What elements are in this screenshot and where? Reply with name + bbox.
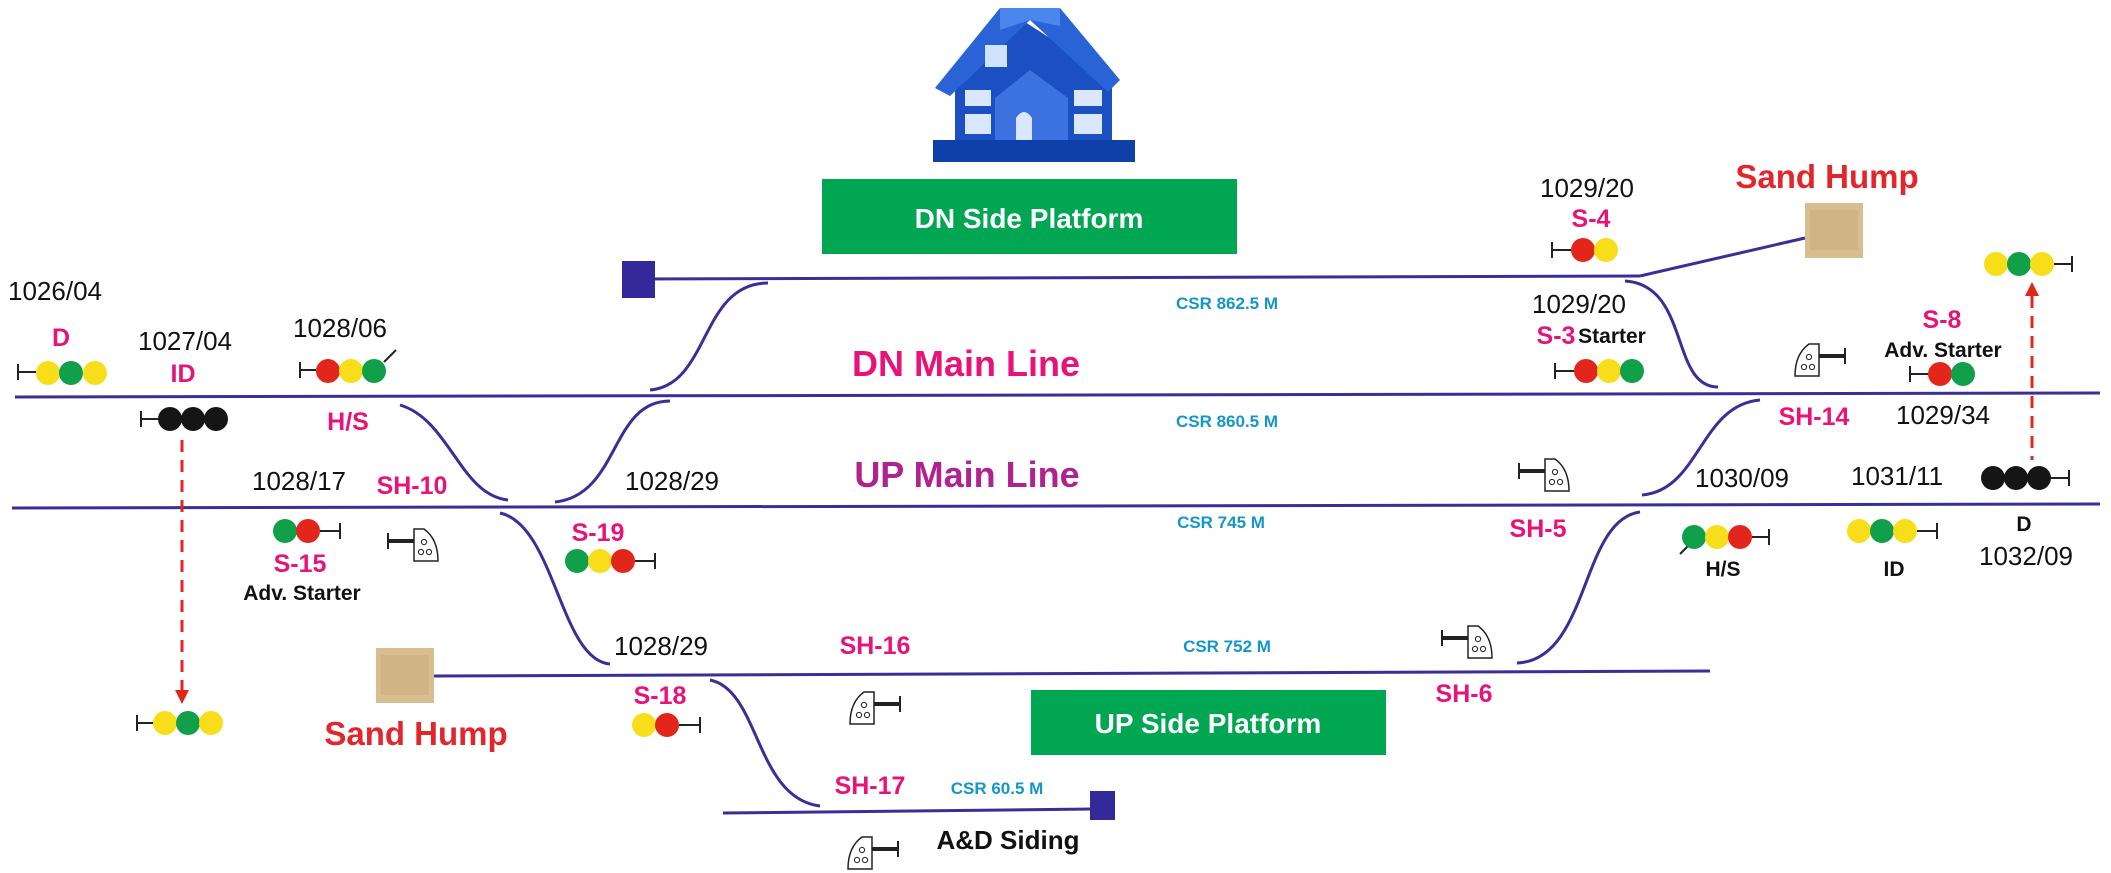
- km-1029-20-a: 1029/20: [1540, 173, 1634, 203]
- station-building-icon: [933, 8, 1135, 162]
- km-1028-17: 1028/17: [252, 466, 346, 496]
- point-machine-icon: [1518, 458, 1570, 492]
- km-1028-06: 1028/06: [293, 313, 387, 343]
- signal-s19: [565, 549, 656, 573]
- signal-id-left: [140, 407, 228, 431]
- signal-s18: [632, 713, 701, 737]
- signal-d-left: [17, 361, 107, 385]
- crossover-sh10: [399, 403, 509, 502]
- up-side-platform: UP Side Platform: [1031, 690, 1386, 755]
- point-sh6-label: SH-6: [1436, 680, 1493, 708]
- km-1027-04: 1027/04: [138, 326, 232, 356]
- siding-stop-block: [1090, 791, 1115, 820]
- siding-track: [722, 807, 1094, 815]
- point-machine-icon: [387, 528, 439, 562]
- csr-siding: CSR 60.5 M: [951, 779, 1044, 798]
- siding-label: A&D Siding: [937, 825, 1080, 855]
- up-loop-track: [433, 669, 1711, 678]
- dn-loop-track: [639, 274, 1641, 281]
- signal-s3-type: Starter: [1578, 325, 1646, 348]
- signal-d-right: [1981, 466, 2070, 490]
- signal-s8-type: Adv. Starter: [1884, 339, 2001, 362]
- point-machine-icon: [1794, 343, 1846, 377]
- km-1028-29-a: 1028/29: [625, 466, 719, 496]
- signal-s15-label: S-15: [274, 550, 327, 578]
- km-1026-04: 1026/04: [8, 276, 102, 306]
- signal-hs-left: [299, 349, 397, 383]
- point-machine-icon: [849, 691, 901, 725]
- csr-dn-main: CSR 860.5 M: [1176, 412, 1278, 431]
- crossover-sh6: [1516, 510, 1641, 665]
- crossover-sh14: [1641, 398, 1761, 497]
- csr-up-main: CSR 745 M: [1177, 513, 1265, 532]
- crossover-dn-loop-right: [1624, 279, 1719, 389]
- km-1029-20-b: 1029/20: [1532, 289, 1626, 319]
- dn-loop-stop-block: [622, 261, 655, 298]
- crossover-dn-up-left: [554, 399, 671, 504]
- point-sh5-label: SH-5: [1510, 515, 1567, 543]
- dn-side-platform-label: DN Side Platform: [915, 203, 1144, 234]
- point-sh10-label: SH-10: [377, 472, 448, 500]
- sand-hump-right-label: Sand Hump: [1735, 158, 1918, 195]
- dn-main-track: [14, 391, 2101, 399]
- sand-hump-left: Sand Hump: [324, 648, 508, 752]
- signal-hs-right: [1679, 525, 1770, 555]
- km-1031-11: 1031/11: [1851, 461, 1943, 491]
- signal-s4-label: S-4: [1572, 205, 1611, 233]
- signal-s3-label: S-3: [1537, 322, 1576, 350]
- km-1028-29-b: 1028/29: [614, 631, 708, 661]
- up-side-platform-label: UP Side Platform: [1095, 708, 1322, 739]
- point-machine-icon: [847, 836, 899, 870]
- signal-hs-right-label: H/S: [1705, 558, 1740, 581]
- signal-repeater-right: [1984, 252, 2073, 276]
- km-1032-09: 1032/09: [1979, 541, 2073, 571]
- csr-up-loop: CSR 752 M: [1183, 637, 1271, 656]
- point-machine-icon: [1441, 625, 1493, 659]
- signal-s15: [273, 519, 341, 543]
- crossover-siding: [709, 678, 821, 808]
- signal-id-right-label: ID: [1884, 558, 1905, 581]
- km-1030-09: 1030/09: [1695, 463, 1789, 493]
- signal-s4: [1551, 238, 1618, 262]
- crossover-dn-loop-left: [649, 281, 769, 392]
- arrow-head-left: [175, 690, 189, 704]
- point-sh17-label: SH-17: [835, 772, 906, 800]
- point-sh16-label: SH-16: [840, 632, 911, 660]
- signal-s15-type: Adv. Starter: [243, 582, 360, 605]
- dn-loop-extension: [1639, 236, 1806, 278]
- signal-s19-label: S-19: [572, 519, 625, 547]
- up-main-track: [11, 502, 2101, 510]
- sand-hump-right: Sand Hump: [1735, 158, 1919, 258]
- dn-side-platform: DN Side Platform: [822, 179, 1237, 254]
- signal-s18-label: S-18: [634, 682, 687, 710]
- crossover-up-loop-left: [499, 511, 611, 666]
- signal-s3: [1554, 359, 1644, 383]
- up-main-line-label: UP Main Line: [854, 454, 1079, 495]
- signal-d-left-label: D: [52, 324, 70, 352]
- sand-hump-left-label: Sand Hump: [324, 715, 507, 752]
- signal-id-left-label: ID: [171, 360, 196, 388]
- signal-s8-label: S-8: [1923, 306, 1962, 334]
- csr-dn-loop: CSR 862.5 M: [1176, 294, 1278, 313]
- point-sh14-label: SH-14: [1779, 403, 1850, 431]
- signal-s8: [1909, 362, 1975, 386]
- km-1029-34: 1029/34: [1896, 400, 1990, 430]
- signal-hs-left-label: H/S: [327, 408, 369, 436]
- signal-d-right-label: D: [2016, 513, 2031, 536]
- arrow-head-right: [2025, 282, 2039, 296]
- tracks: [11, 236, 2101, 815]
- signal-repeater-left: [136, 711, 223, 735]
- signal-id-right: [1847, 519, 1938, 543]
- dn-main-line-label: DN Main Line: [852, 343, 1080, 384]
